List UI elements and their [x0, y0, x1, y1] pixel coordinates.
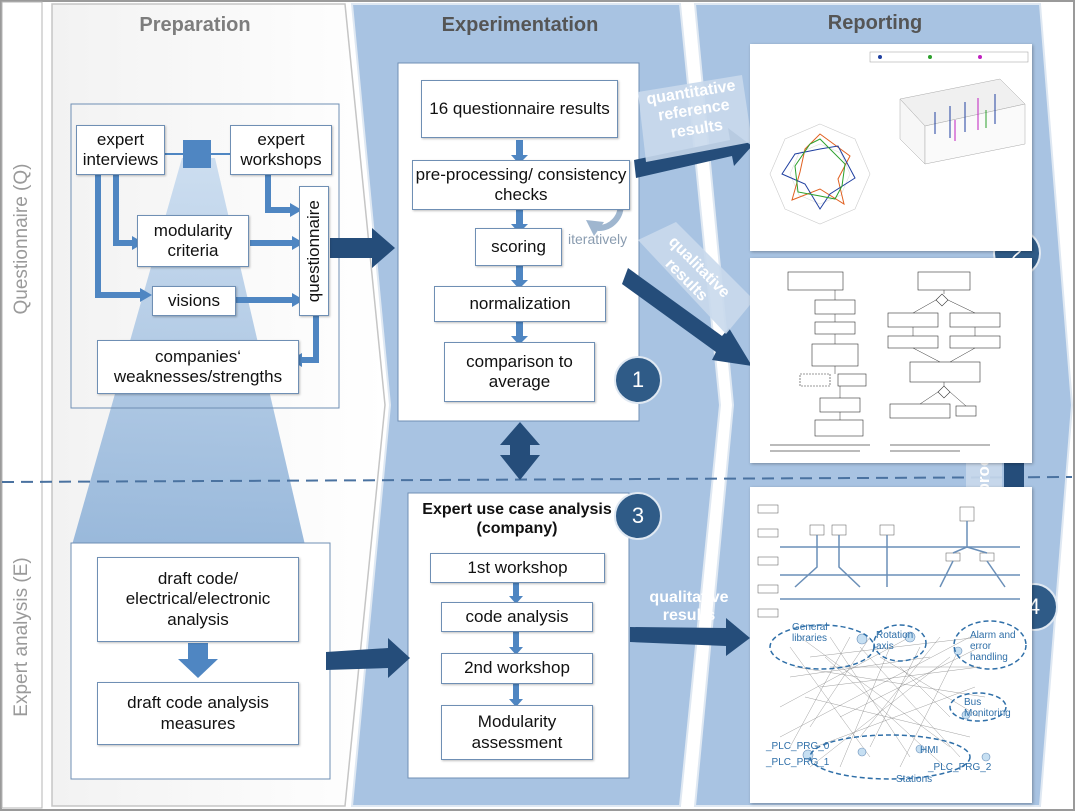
net-label-rotation-axis: Rotation axis — [876, 630, 914, 652]
network-miniature — [757, 504, 1027, 780]
report-chart-thumbnail — [750, 44, 1032, 251]
iteratively-label: iteratively — [568, 231, 628, 247]
step-preprocessing: pre-processing/ consistency checks — [412, 160, 630, 210]
expert-workshops-box: expert workshops — [230, 125, 332, 175]
net-label-plc-1: _PLC_PRG_1 — [766, 757, 830, 768]
step-modularity-assessment: Modularity assessment — [441, 705, 593, 760]
net-label-hmi: HMI — [920, 745, 939, 756]
companies-box: companies‘ weaknesses/strengths — [97, 340, 299, 394]
draft-measures-box: draft code analysis measures — [97, 682, 299, 745]
step-code-analysis: code analysis — [441, 602, 593, 632]
row-label-expert: Expert analysis (E) — [11, 557, 32, 717]
flowchart-miniature — [770, 271, 1001, 452]
step-first-workshop: 1st workshop — [430, 553, 605, 583]
net-label-general-libraries: General libraries — [792, 622, 828, 644]
column-title-reporting: Reporting — [827, 12, 923, 34]
expert-use-case-title: Expert use case analysis (company) — [422, 501, 612, 538]
visions-box: visions — [152, 286, 236, 316]
row-label-questionnaire: Questionnaire (Q) — [11, 163, 32, 315]
draft-code-box: draft code/ electrical/electronic analys… — [97, 557, 299, 642]
chart-miniature — [769, 51, 1029, 225]
badge-1: 1 — [614, 356, 662, 404]
report-flowchart-thumbnail — [750, 258, 1032, 463]
qualitative-results-e-label: qualitative results — [649, 589, 729, 625]
net-label-stations: Stations — [896, 774, 933, 785]
questionnaire-label: questionnaire — [303, 199, 323, 303]
questionnaire-box: questionnaire — [299, 186, 329, 316]
step-questionnaire-results: 16 questionnaire results — [421, 80, 618, 138]
badge-3: 3 — [614, 492, 662, 540]
net-label-plc-2: _PLC_PRG_2 — [928, 762, 992, 773]
row-divider — [1, 476, 1073, 483]
net-label-bus-monitoring: Bus Monitoring — [964, 697, 1011, 719]
step-normalization: normalization — [434, 286, 606, 322]
modularity-criteria-box: modularity criteria — [137, 215, 249, 267]
step-scoring: scoring — [475, 228, 562, 266]
column-title-experimentation: Experimentation — [441, 14, 599, 36]
step-comparison: comparison to average — [444, 342, 595, 402]
net-label-plc-0: _PLC_PRG_0 — [766, 741, 830, 752]
step-second-workshop: 2nd workshop — [441, 653, 593, 684]
column-title-preparation: Preparation — [139, 14, 251, 36]
net-label-alarm: Alarm and error handling — [970, 630, 1016, 663]
expert-interviews-box: expert interviews — [76, 125, 165, 175]
report-network-thumbnail: General libraries Rotation axis Alarm an… — [750, 487, 1032, 803]
